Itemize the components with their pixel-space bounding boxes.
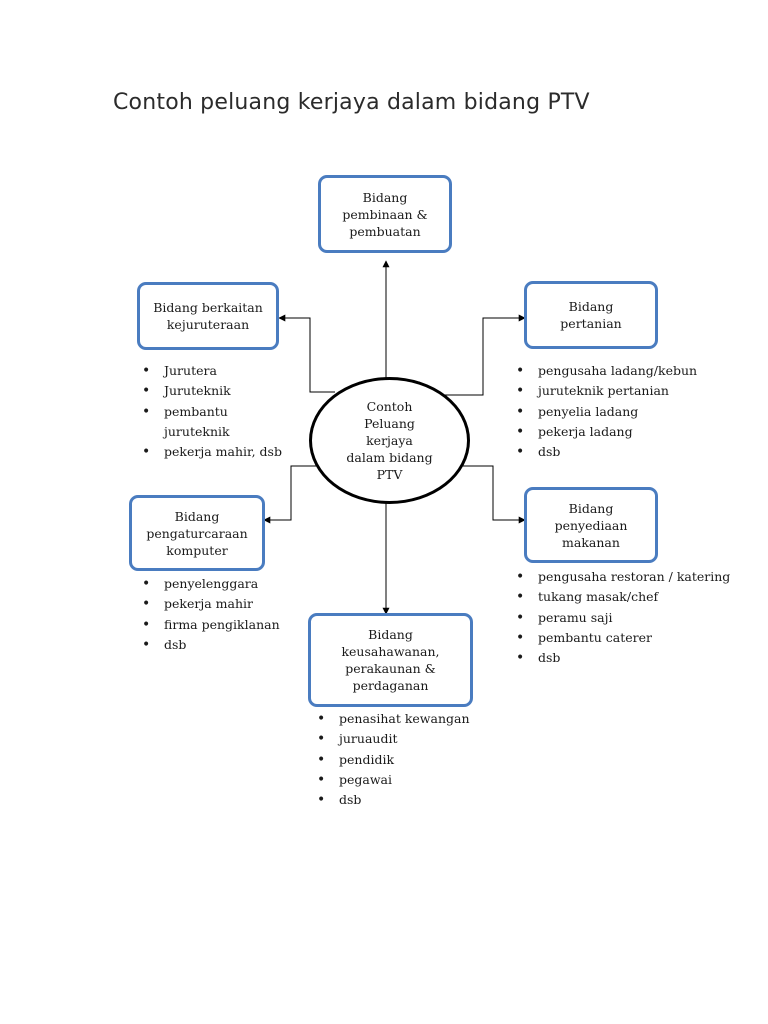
list-item: dsb: [314, 790, 470, 811]
box-keusahawanan-label: Bidang keusahawanan, perakaunan & perdag…: [341, 627, 440, 693]
box-pengaturcaraan-label: Bidang pengaturcaraan komputer: [146, 508, 248, 558]
list-item: pekerja mahir: [139, 594, 280, 615]
connector-penyediaan: [462, 465, 526, 524]
list-item: Juruteknik: [139, 381, 282, 402]
list-item: penyelenggara: [139, 574, 280, 595]
box-penyediaan: Bidang penyediaan makanan: [524, 487, 658, 563]
list-item: pekerja mahir, dsb: [139, 442, 282, 463]
list-item: dsb: [139, 635, 280, 656]
box-pertanian: Bidang pertanian: [524, 281, 658, 349]
list-item: pendidik: [314, 750, 470, 771]
list-penyediaan: pengusaha restoran / katering tukang mas…: [513, 567, 730, 669]
connector-pengaturcaraan: [263, 465, 318, 524]
box-pembinaan-label: Bidang pembinaan & pembuatan: [342, 189, 428, 239]
box-kejuruteraan: Bidang berkaitan kejuruteraan: [137, 282, 279, 350]
box-pembinaan: Bidang pembinaan & pembuatan: [318, 175, 452, 253]
connector-pertanian: [440, 314, 526, 396]
list-item: penasihat kewangan: [314, 709, 470, 730]
list-item: juruaudit: [314, 729, 470, 750]
list-item: pekerja ladang: [513, 422, 697, 443]
box-kejuruteraan-label: Bidang berkaitan kejuruteraan: [153, 300, 263, 332]
list-item: pegawai: [314, 770, 470, 791]
page-title: Contoh peluang kerjaya dalam bidang PTV: [113, 90, 590, 115]
center-ellipse: Contoh Peluang kerjaya dalam bidang PTV: [309, 377, 470, 504]
list-pengaturcaraan: penyelenggara pekerja mahir firma pengik…: [139, 574, 280, 655]
list-item: pengusaha ladang/kebun: [513, 361, 697, 382]
list-kejuruteraan: Jurutera Juruteknik pembantu juruteknik …: [139, 361, 282, 463]
center-ellipse-label: Contoh Peluang kerjaya dalam bidang PTV: [346, 399, 433, 482]
list-item: pembantu caterer: [513, 628, 730, 649]
connector-kejuruteraan: [278, 314, 335, 393]
box-keusahawanan: Bidang keusahawanan, perakaunan & perdag…: [308, 613, 473, 707]
list-item: juruteknik pertanian: [513, 381, 697, 402]
box-penyediaan-label: Bidang penyediaan makanan: [554, 500, 628, 550]
list-item: firma pengiklanan: [139, 615, 280, 636]
list-item: Jurutera: [139, 361, 282, 382]
list-keusahawanan: penasihat kewangan juruaudit pendidik pe…: [314, 709, 470, 811]
list-item: penyelia ladang: [513, 402, 697, 423]
list-item: pembantu juruteknik: [139, 402, 254, 443]
box-pengaturcaraan: Bidang pengaturcaraan komputer: [129, 495, 265, 571]
list-item: dsb: [513, 442, 697, 463]
list-item: peramu saji: [513, 608, 730, 629]
list-item: tukang masak/chef: [513, 587, 730, 608]
list-item: pengusaha restoran / katering: [513, 567, 730, 588]
list-pertanian: pengusaha ladang/kebun juruteknik pertan…: [513, 361, 697, 463]
list-item: dsb: [513, 648, 730, 669]
box-pertanian-label: Bidang pertanian: [560, 299, 622, 331]
